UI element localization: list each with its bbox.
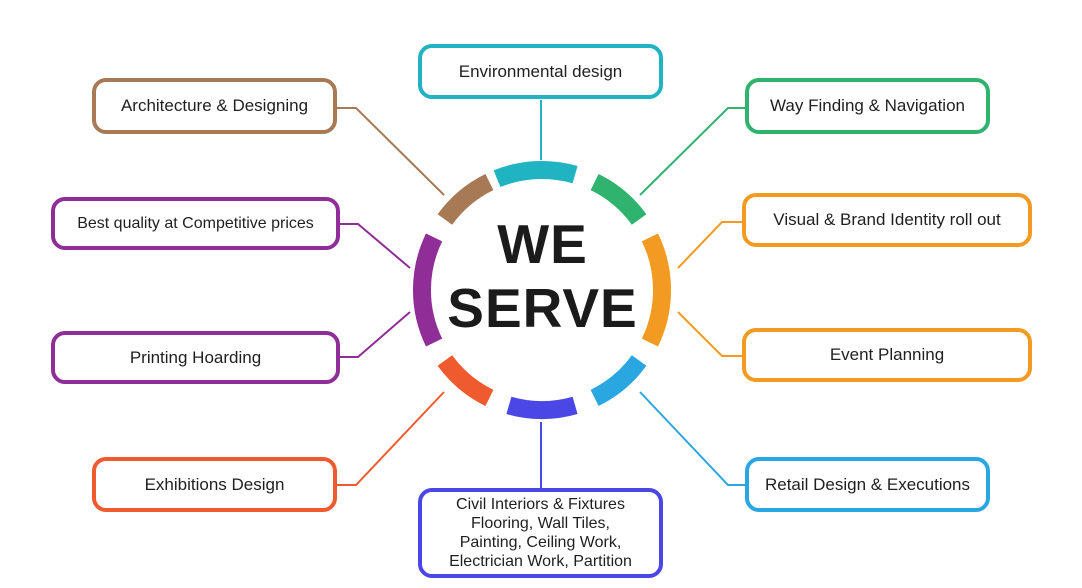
connector-lines — [336, 100, 748, 490]
ring-segment-purple — [412, 233, 443, 347]
environmental-design-box: Environmental design — [418, 44, 663, 99]
civil-interiors-box: Civil Interiors & Fixtures Flooring, Wal… — [418, 488, 663, 578]
connector-exhibitions — [336, 391, 445, 486]
environmental-design-label: Environmental design — [458, 61, 623, 81]
ring-segment-red-orange — [437, 355, 494, 406]
event-planning-box: Event Planning — [742, 328, 1032, 382]
ring-segment-green — [590, 174, 647, 225]
center-ring — [412, 160, 672, 420]
exhibitions-design-label: Exhibitions Design — [144, 474, 285, 494]
ring-segment-brown — [437, 174, 494, 225]
center-title: WE SERVE — [430, 212, 655, 340]
retail-design-box: Retail Design & Executions — [745, 457, 990, 512]
visual-brand-identity-label: Visual & Brand Identity roll out — [773, 210, 1001, 229]
ring-segment-blue — [590, 355, 647, 406]
architecture-designing-box: Architecture & Designing — [92, 78, 337, 134]
retail-design-label: Retail Design & Executions — [764, 474, 971, 494]
visual-brand-identity-box: Visual & Brand Identity roll out — [742, 193, 1032, 247]
ring-segment-orange — [641, 233, 672, 347]
architecture-designing-label: Architecture & Designing — [120, 96, 309, 115]
exhibitions-design-box: Exhibitions Design — [92, 457, 337, 512]
connector-architecture — [336, 107, 445, 196]
civil-interiors-line1: Civil Interiors & Fixtures — [456, 496, 625, 513]
printing-hoarding-label: Printing Hoarding — [129, 347, 262, 367]
civil-interiors-line2: Flooring, Wall Tiles, — [471, 515, 610, 532]
best-quality-box: Best quality at Competitive prices — [51, 197, 340, 250]
connector-retail — [639, 391, 748, 486]
best-quality-label: Best quality at Competitive prices — [77, 214, 314, 232]
connector-visual-brand — [677, 221, 744, 269]
connector-way-finding — [639, 107, 748, 196]
civil-interiors-line3: Painting, Ceiling Work, — [459, 534, 622, 551]
ring-segment-teal — [493, 160, 578, 188]
ring-segment-indigo — [506, 396, 578, 420]
way-finding-navigation-box: Way Finding & Navigation — [745, 78, 990, 134]
civil-interiors-line4: Electrician Work, Partition — [449, 553, 632, 570]
way-finding-navigation-label: Way Finding & Navigation — [770, 96, 965, 115]
printing-hoarding-box: Printing Hoarding — [51, 331, 340, 384]
connector-event — [677, 311, 744, 357]
center-title-line2: SERVE — [447, 277, 638, 339]
connector-printing — [340, 311, 411, 358]
connector-best-quality — [340, 223, 411, 269]
event-planning-label: Event Planning — [829, 345, 945, 364]
center-title-line1: WE — [497, 213, 588, 275]
